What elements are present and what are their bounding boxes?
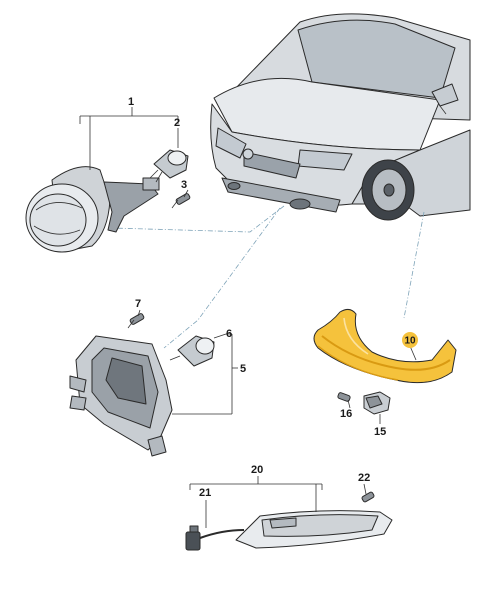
clip <box>363 391 391 415</box>
callout-label-3: 3 <box>181 179 187 191</box>
highlighted-trim-part <box>313 308 457 384</box>
callout-label-15: 15 <box>374 426 386 438</box>
callout-2: 2 <box>174 117 180 148</box>
screw <box>127 313 145 329</box>
callout-15: 15 <box>374 414 386 438</box>
callout-label-1: 1 <box>128 96 134 108</box>
callout-label-7: 7 <box>135 298 141 310</box>
callout-label-2: 2 <box>174 117 180 129</box>
callout-1: 1 <box>79 96 179 170</box>
bulb <box>169 335 215 367</box>
callout-3: 3 <box>181 179 189 198</box>
callout-7: 7 <box>135 298 141 317</box>
fog-light-assembly <box>25 166 160 253</box>
screw <box>361 491 375 503</box>
leader-car-trim <box>403 211 425 319</box>
side-lamp-assembly <box>235 510 393 549</box>
callout-label-22: 22 <box>358 472 370 484</box>
leader-car-bracket <box>163 207 281 349</box>
callout-20: 20 <box>189 464 323 512</box>
screw <box>171 193 191 209</box>
callout-21: 21 <box>199 487 211 528</box>
leader-car-foglight <box>111 205 285 233</box>
callout-label-5: 5 <box>240 363 246 375</box>
callout-label-16: 16 <box>340 408 352 420</box>
screw <box>337 392 351 409</box>
fog-light-bracket <box>69 335 173 457</box>
callout-10-badge <box>402 332 418 348</box>
callout-16: 16 <box>340 408 352 420</box>
callout-6: 6 <box>213 328 232 340</box>
callout-label-6: 6 <box>226 328 232 340</box>
callout-10: 10 <box>402 332 418 361</box>
callout-22: 22 <box>358 472 370 495</box>
callout-5: 5 <box>172 333 246 415</box>
bulb <box>149 149 189 183</box>
wiring-connector <box>185 525 245 551</box>
car-illustration <box>210 13 471 221</box>
callout-label-20: 20 <box>251 464 263 476</box>
callout-label-21: 21 <box>199 487 211 499</box>
callout-label-10: 10 <box>404 336 416 347</box>
